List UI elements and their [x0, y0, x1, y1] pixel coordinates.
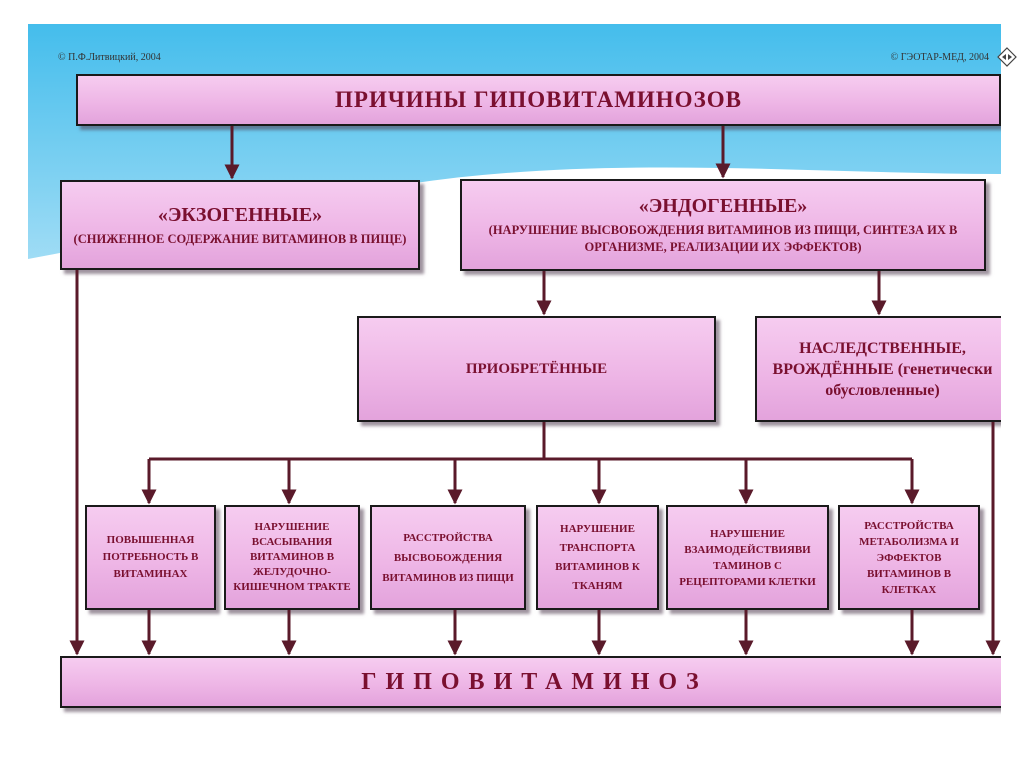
acquired-label: ПРИОБРЕТЁННЫЕ — [465, 360, 608, 377]
endogenous-title: «ЭНДОГЕННЫЕ» — [638, 195, 808, 217]
exogenous-box: «ЭКЗОГЕННЫЕ» (СНИЖЕННОЕ СОДЕРЖАНИЕ ВИТАМ… — [60, 180, 420, 270]
page-title: ПРИЧИНЫ ГИПОВИТАМИНОЗОВ — [335, 87, 742, 112]
endogenous-desc: (НАРУШЕНИЕ ВЫСВОБОЖДЕНИЯ ВИТАМИНОВ ИЗ ПИ… — [488, 223, 958, 254]
cause-box-6: РАССТРОЙСТВА МЕТАБОЛИЗМА И ЭФФЕКТОВ ВИТА… — [838, 505, 980, 610]
cause-box-4: НАРУШЕНИЕ ТРАНСПОРТА ВИТАМИНОВ К ТКАНЯМ — [536, 505, 659, 610]
cause-label-5: НАРУШЕНИЕ ВЗАИМОДЕЙСТВИЯВИ ТАМИНОВ С РЕЦ… — [679, 527, 816, 588]
result-box: ГИПОВИТАМИНОЗ — [60, 656, 1001, 708]
cause-box-2: НАРУШЕНИЕ ВСАСЫВАНИЯ ВИТАМИНОВ В ЖЕЛУДОЧ… — [224, 505, 360, 610]
endogenous-box: «ЭНДОГЕННЫЕ» (НАРУШЕНИЕ ВЫСВОБОЖДЕНИЯ ВИ… — [460, 179, 986, 271]
acquired-box: ПРИОБРЕТЁННЫЕ — [357, 316, 716, 422]
cause-box-3: РАССТРОЙСТВА ВЫСВОБОЖДЕНИЯ ВИТАМИНОВ ИЗ … — [370, 505, 526, 610]
cause-label-1: ПОВЫШЕННАЯ ПОТРЕБНОСТЬ В ВИТАМИНАХ — [102, 534, 199, 580]
cause-label-4: НАРУШЕНИЕ ТРАНСПОРТА ВИТАМИНОВ К ТКАНЯМ — [555, 522, 640, 592]
cause-box-1: ПОВЫШЕННАЯ ПОТРЕБНОСТЬ В ВИТАМИНАХ — [85, 505, 216, 610]
copyright-right: © ГЭОТАР-МЕД, 2004 — [890, 52, 989, 63]
result-label: ГИПОВИТАМИНОЗ — [361, 668, 708, 695]
slide: © П.Ф.Литвицкий, 2004 © ГЭОТАР-МЕД, 2004… — [28, 24, 1001, 744]
diamond-arrows-icon[interactable] — [997, 47, 1017, 67]
copyright-left: © П.Ф.Литвицкий, 2004 — [58, 52, 161, 63]
cause-box-5: НАРУШЕНИЕ ВЗАИМОДЕЙСТВИЯВИ ТАМИНОВ С РЕЦ… — [666, 505, 829, 610]
hereditary-box: НАСЛЕДСТВЕННЫЕ, ВРОЖДЁННЫЕ (генетически … — [755, 316, 1001, 422]
title-box: ПРИЧИНЫ ГИПОВИТАМИНОЗОВ — [76, 74, 1001, 126]
exogenous-title: «ЭКЗОГЕННЫЕ» — [157, 203, 323, 226]
exogenous-desc: (СНИЖЕННОЕ СОДЕРЖАНИЕ ВИТАМИНОВ В ПИЩЕ) — [73, 231, 407, 246]
cause-label-6: РАССТРОЙСТВА МЕТАБОЛИЗМА И ЭФФЕКТОВ ВИТА… — [859, 519, 959, 596]
hereditary-label: НАСЛЕДСТВЕННЫЕ, ВРОЖДЁННЫЕ (генетически … — [772, 339, 993, 399]
cause-label-3: РАССТРОЙСТВА ВЫСВОБОЖДЕНИЯ ВИТАМИНОВ ИЗ … — [382, 531, 514, 584]
cause-label-2: НАРУШЕНИЕ ВСАСЫВАНИЯ ВИТАМИНОВ В ЖЕЛУДОЧ… — [233, 521, 351, 593]
